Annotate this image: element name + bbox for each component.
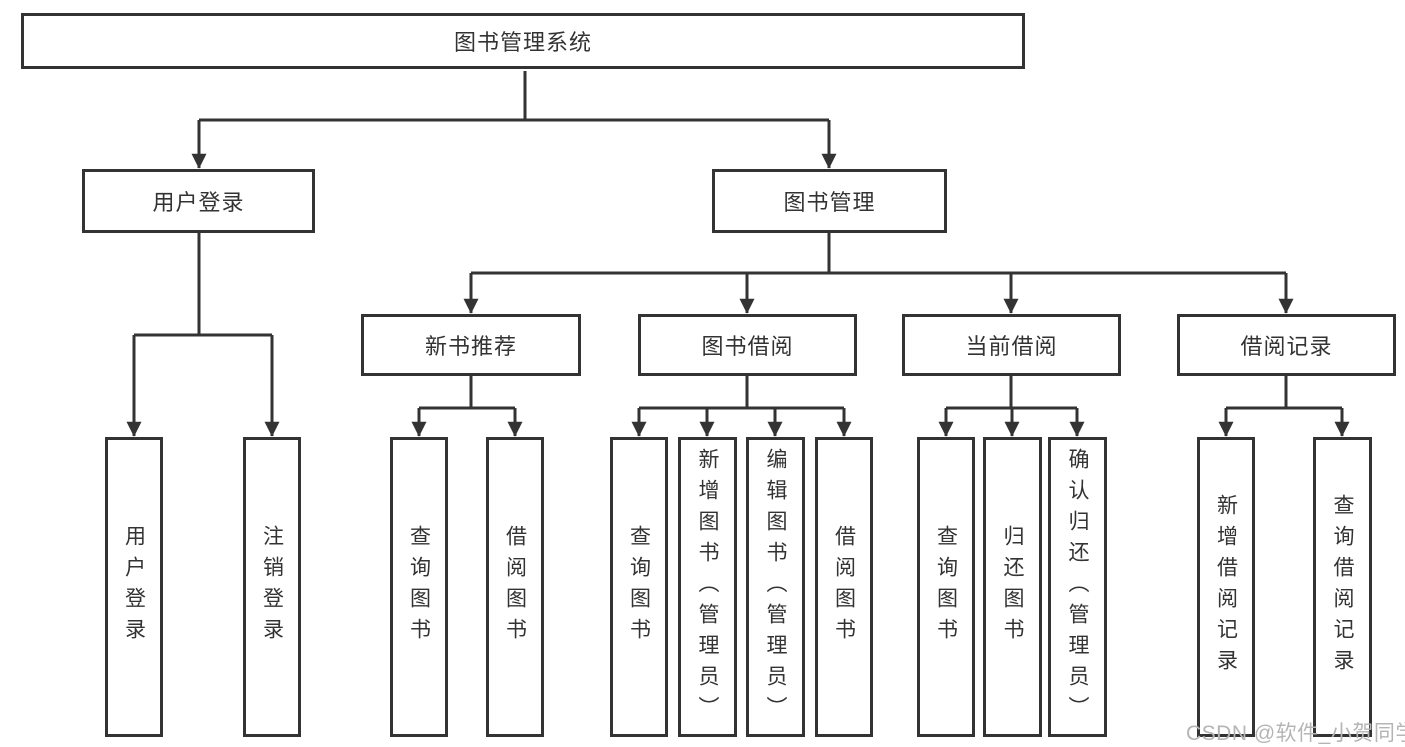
node-book-borrowing: 图书借阅 <box>638 314 857 376</box>
node-label: 用户登录 <box>152 190 245 215</box>
node-query-books-current: 查询图书 <box>917 437 975 737</box>
node-edit-books-admin: 编辑图书（管理员） <box>746 437 805 737</box>
node-label: 注销登录 <box>260 525 284 649</box>
node-label: 归还图书 <box>1001 525 1024 649</box>
node-confirm-return-admin: 确认归还（管理员） <box>1048 437 1107 737</box>
node-label: 借阅记录 <box>1240 334 1333 359</box>
connector-arrows <box>126 120 1350 437</box>
node-user-login-action: 用户登录 <box>105 437 163 737</box>
node-label: 借阅图书 <box>503 525 527 649</box>
node-label: 图书借阅 <box>701 334 794 359</box>
watermark: CSDN @软件_小贺同学 <box>1186 722 1405 745</box>
node-label: 当前借阅 <box>965 334 1058 359</box>
node-label: 新书推荐 <box>424 334 517 359</box>
node-label: 查询借阅记录 <box>1331 494 1354 680</box>
node-query-books-borrowing: 查询图书 <box>610 437 668 737</box>
node-label: 借阅图书 <box>832 525 856 649</box>
node-borrowing-records: 借阅记录 <box>1177 314 1396 376</box>
node-return-books: 归还图书 <box>983 437 1042 737</box>
node-label: 图书管理 <box>783 190 876 215</box>
connector-lines <box>134 71 1342 410</box>
node-label: 查询图书 <box>407 525 431 649</box>
node-label: 查询图书 <box>934 525 958 649</box>
node-label: 图书管理系统 <box>453 30 592 55</box>
node-add-books-admin: 新增图书（管理员） <box>678 437 737 737</box>
node-label: 新增图书（管理员） <box>696 447 719 727</box>
node-book-management: 图书管理 <box>712 169 947 233</box>
node-label: 确认归还（管理员） <box>1066 447 1089 727</box>
node-borrow-books-recommend: 借阅图书 <box>486 437 544 737</box>
node-query-borrow-record: 查询借阅记录 <box>1313 437 1372 737</box>
node-root: 图书管理系统 <box>21 13 1025 69</box>
node-query-books-recommend: 查询图书 <box>390 437 448 737</box>
node-logout-action: 注销登录 <box>243 437 301 737</box>
node-add-borrow-record: 新增借阅记录 <box>1197 437 1255 737</box>
node-new-book-recommend: 新书推荐 <box>361 314 581 376</box>
node-label: 用户登录 <box>122 525 146 649</box>
node-user-login: 用户登录 <box>82 169 315 233</box>
node-current-borrowing: 当前借阅 <box>902 314 1121 376</box>
node-label: 新增借阅记录 <box>1214 494 1238 680</box>
node-borrow-books-borrowing: 借阅图书 <box>815 437 873 737</box>
node-label: 查询图书 <box>627 525 651 649</box>
node-label: 编辑图书（管理员） <box>764 447 787 727</box>
